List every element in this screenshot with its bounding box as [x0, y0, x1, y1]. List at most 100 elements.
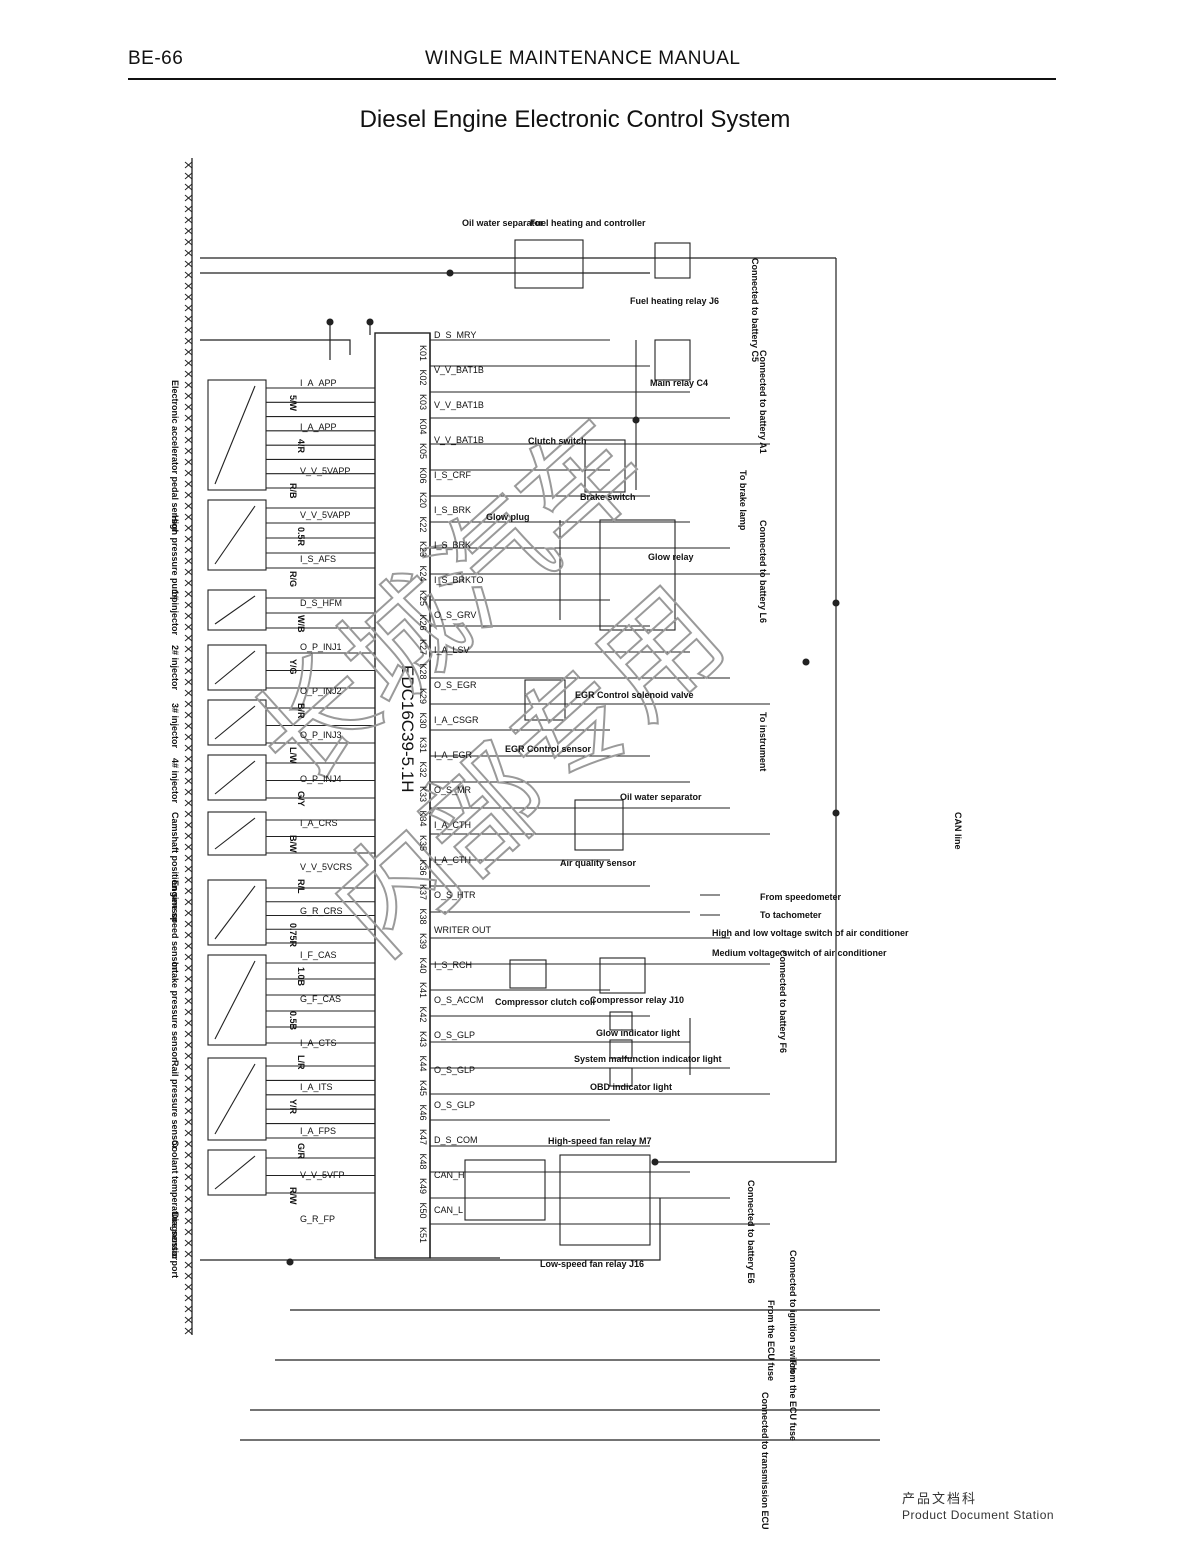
ecu-model-label: EDC16C39-5.1H [398, 665, 417, 793]
junction-dot [802, 658, 810, 666]
ground-tick [184, 326, 193, 334]
sensor-label: 3# injector [170, 703, 180, 749]
ecu-pin: K36 [418, 860, 428, 876]
ground-tick [184, 623, 193, 631]
ground-tick [184, 557, 193, 565]
ground-tick [184, 513, 193, 521]
ecu-signal: CAN_H [434, 1170, 465, 1180]
sensor-symbol [207, 811, 267, 856]
ground-tick [184, 1162, 193, 1170]
ground-tick [184, 337, 193, 345]
component-label: Oil water separator [462, 218, 544, 228]
sensor-symbol [207, 499, 267, 571]
note-label: Connected to battery L6 [758, 520, 768, 623]
junction-dot [446, 269, 454, 277]
ground-tick [184, 271, 193, 279]
ground-tick [184, 1118, 193, 1126]
ground-tick [184, 194, 193, 202]
page-code: BE-66 [128, 48, 184, 69]
ecu-pin: K41 [418, 982, 428, 998]
ecu-pin: K03 [418, 394, 428, 410]
footer-en: Product Document Station [902, 1508, 1055, 1522]
ground-tick [184, 700, 193, 708]
ecu-pin-labels: K01K02K03K04K05K06K20K22K23K24K25K26K27K… [288, 330, 491, 1243]
wire-code: Y/G [288, 659, 298, 675]
ecu-pin: K30 [418, 713, 428, 729]
component-label: High-speed fan relay M7 [548, 1136, 652, 1146]
sensor-label: Electronic accelerator pedal sensor [170, 380, 180, 533]
ecu-pin: K49 [418, 1178, 428, 1194]
ecu-pin: K23 [418, 541, 428, 557]
note-label: Connected to battery E6 [746, 1180, 756, 1284]
sensor-symbol [207, 954, 267, 1046]
ecu-pin: K51 [418, 1227, 428, 1243]
sensor-block [207, 754, 375, 801]
sensor-block [207, 699, 375, 746]
ecu-signal: V_V_BAT1B [434, 435, 484, 445]
ground-tick [184, 975, 193, 983]
ground-tick [184, 568, 193, 576]
ground-tick [184, 656, 193, 664]
sensor-symbol [207, 1057, 267, 1141]
ground-tick [184, 524, 193, 532]
sensor-symbol-stroke [214, 960, 256, 1040]
ecu-pin: K35 [418, 835, 428, 851]
note-label: From the ECU fuse [788, 1360, 798, 1441]
sensor-label: Diagnostic port [170, 1212, 180, 1278]
ecu-signal: I_S_RCH [434, 960, 472, 970]
sensor-symbol [207, 644, 267, 691]
ground-tick [184, 469, 193, 477]
ecu-signal: O_S_GLP [434, 1100, 475, 1110]
junction-dot [832, 599, 840, 607]
sensor-symbol [207, 754, 267, 801]
component-label: OBD indicator light [590, 1082, 672, 1092]
ecu-signal: CAN_L [434, 1205, 463, 1215]
ground-tick [184, 931, 193, 939]
sensor-label: Rail pressure sensor [170, 1060, 180, 1150]
sensor-signal: O_P_INJ1 [300, 642, 342, 652]
component-label: Low-speed fan relay J16 [540, 1259, 644, 1269]
sensor-block [207, 499, 375, 571]
ground-tick [184, 1283, 193, 1291]
ecu-pin: K42 [418, 1007, 428, 1023]
ground-tick [184, 689, 193, 697]
ground-tick [184, 1041, 193, 1049]
ecu-pin: K20 [418, 492, 428, 508]
ground-tick [184, 601, 193, 609]
component-boxes [464, 239, 691, 1246]
ground-tick [184, 1327, 193, 1335]
ground-tick [184, 249, 193, 257]
ground-tick [184, 458, 193, 466]
note-label: High and low voltage switch of air condi… [712, 928, 909, 938]
note-label: To tachometer [760, 910, 822, 920]
wire-code: B/R [296, 703, 306, 719]
ground-tick [184, 865, 193, 873]
ground-tick [184, 964, 193, 972]
component-label: Main relay C4 [650, 378, 708, 388]
sensor-block [207, 1149, 375, 1196]
ground-tick [184, 359, 193, 367]
sensor-symbol [207, 879, 267, 946]
sensor-label: High pressure pump [170, 515, 180, 603]
sensor-label: 1# injector [170, 590, 180, 636]
ecu-signal: D_S_COM [434, 1135, 478, 1145]
ecu-signal: I_A_LSV [434, 645, 470, 655]
sensor-signal: O_P_INJ3 [300, 730, 342, 740]
ground-tick [184, 315, 193, 323]
junction-dot [286, 1258, 294, 1266]
sensor-block [207, 811, 375, 856]
ecu-pin: K45 [418, 1080, 428, 1096]
wire-code: Y/R [288, 1099, 298, 1115]
sensor-signal: G_F_CAS [300, 994, 341, 1004]
left-sensor-blocks [207, 379, 375, 1196]
sensor-signal: I_A_FPS [300, 1126, 336, 1136]
sensor-block [207, 644, 375, 691]
component-label: Glow indicator light [596, 1028, 680, 1038]
wire-code: R/L [296, 879, 306, 894]
sensor-signal: V_V_5VAPP [300, 510, 350, 520]
ground-tick [184, 1074, 193, 1082]
ground-tick [184, 1173, 193, 1181]
ground-tick [184, 1206, 193, 1214]
ecu-pin: K05 [418, 443, 428, 459]
